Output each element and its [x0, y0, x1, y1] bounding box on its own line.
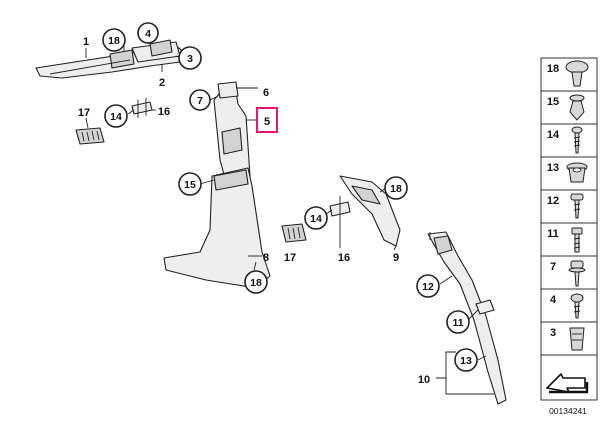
flat-head-screw-icon [570, 293, 584, 319]
callout-label-10: 10 [418, 374, 430, 386]
callout-label-18b: 18 [250, 277, 262, 289]
legend-cell-8 [540, 288, 598, 323]
callout-label-11: 11 [452, 317, 463, 329]
clip-16-upper [131, 98, 153, 118]
part-2-bracket [131, 39, 181, 63]
legend-cell-3 [540, 123, 598, 158]
collar-screw-icon [568, 260, 586, 287]
callout-label-14b: 14 [310, 213, 322, 225]
callout-8: 8 [263, 252, 269, 264]
callout-16-a: 16 [158, 106, 170, 118]
callout-18-b: 18 [244, 270, 268, 294]
legend-number-7: 7 [550, 261, 556, 273]
part-10-rear-trim [427, 231, 507, 405]
callout-16-b: 16 [338, 252, 350, 264]
callout-label-16a: 16 [158, 106, 170, 118]
callout-14-a: 14 [104, 104, 128, 128]
legend-number-18: 18 [547, 63, 559, 75]
callout-label-14a: 14 [110, 111, 122, 123]
callout-label-9: 9 [393, 252, 399, 264]
callout-label-15: 15 [184, 179, 196, 191]
legend-cell-2 [540, 90, 598, 125]
callout-label-1: 1 [83, 36, 89, 48]
callout-label-5: 5 [264, 116, 270, 128]
callout-5-highlighted: 5 [256, 107, 278, 133]
callout-label-16b: 16 [338, 252, 350, 264]
callout-2: 2 [159, 77, 165, 89]
legend-cell-5 [540, 189, 598, 224]
diagram-id: 00134241 [549, 406, 587, 416]
callout-label-4: 4 [145, 28, 151, 40]
callout-label-17b: 17 [284, 252, 296, 264]
callout-7: 7 [189, 89, 211, 111]
legend-number-12: 12 [547, 195, 559, 207]
callout-label-7: 7 [197, 95, 203, 107]
legend-number-15: 15 [547, 96, 559, 108]
callout-3: 3 [178, 46, 202, 70]
callout-label-13: 13 [460, 355, 472, 367]
callout-11: 11 [446, 310, 470, 334]
legend-number-3: 3 [550, 327, 556, 339]
callout-13: 13 [454, 348, 478, 372]
callout-label-17a: 17 [78, 107, 90, 119]
callout-6: 6 [263, 87, 269, 99]
legend-number-13: 13 [547, 162, 559, 174]
part-17-grille-upper [75, 127, 105, 145]
clip-16-lower [329, 196, 351, 248]
callout-4: 4 [137, 22, 159, 44]
legend-cell-6 [540, 222, 598, 257]
callout-9: 9 [393, 252, 399, 264]
callout-10: 10 [418, 374, 430, 386]
callout-label-3: 3 [187, 53, 193, 65]
callout-17-a: 17 [78, 107, 90, 119]
part-8-lower-trim [163, 167, 271, 289]
highlight-box [256, 107, 278, 133]
threaded-screw-icon [571, 227, 583, 253]
clip-nut-icon [569, 327, 585, 351]
callout-label-6: 6 [263, 87, 269, 99]
fillister-screw-icon [570, 193, 584, 219]
callout-17-b: 17 [284, 252, 296, 264]
callout-label-18c: 18 [390, 183, 402, 195]
fastener-legend: 18 15 14 13 12 11 7 4 3 [540, 57, 598, 416]
screw-icon [571, 126, 583, 154]
callout-18-a: 18 [102, 28, 126, 52]
callout-15: 15 [178, 172, 202, 196]
direction-arrow-icon [546, 373, 589, 394]
callout-1: 1 [83, 36, 89, 48]
callout-12: 12 [416, 274, 440, 298]
callout-label-12: 12 [422, 281, 434, 293]
callout-label-8: 8 [263, 252, 269, 264]
callout-14-b: 14 [304, 206, 328, 230]
callout-label-2: 2 [159, 77, 165, 89]
push-rivet-icon [565, 60, 589, 87]
legend-number-11: 11 [547, 228, 559, 240]
part-17-grille-lower [281, 223, 307, 243]
legend-number-14: 14 [547, 129, 560, 141]
legend-cell-9 [540, 321, 598, 356]
part-5-upper-cover [213, 81, 251, 183]
expanding-rivet-icon [569, 94, 585, 121]
callout-label-18a: 18 [108, 35, 120, 47]
grommet-icon [566, 162, 588, 183]
legend-number-4: 4 [550, 294, 557, 306]
callout-18-c: 18 [384, 176, 408, 200]
leader-lines [85, 39, 494, 395]
